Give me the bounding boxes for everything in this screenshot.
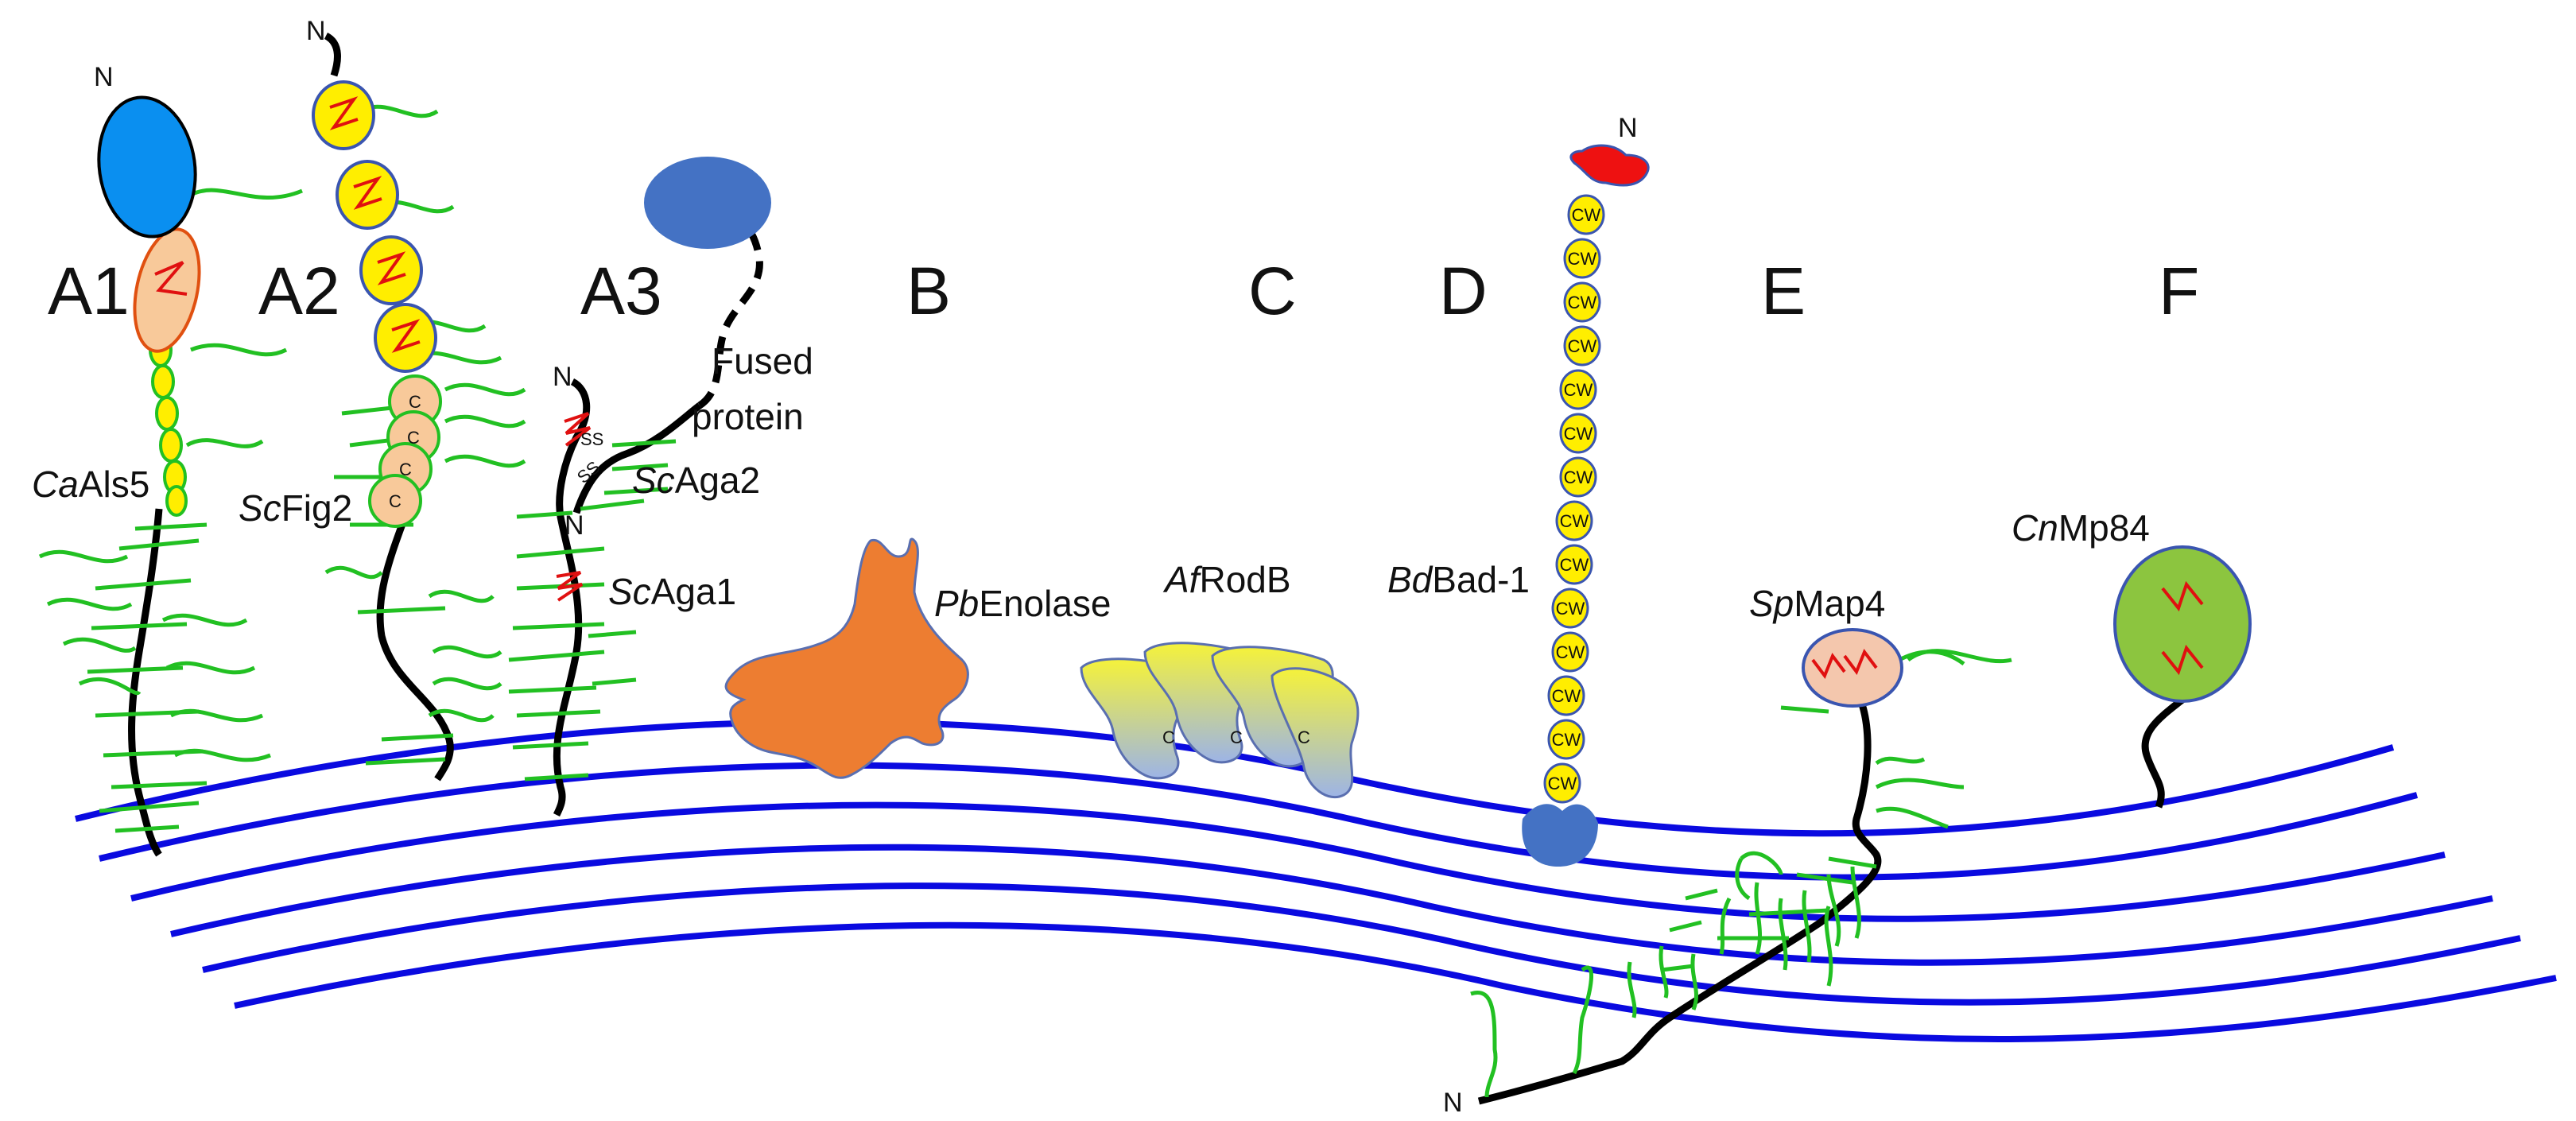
bdbad1-n-terminus: N (1618, 113, 1638, 143)
disulfide-zigzag (1811, 652, 1846, 680)
panel-label-d: D (1439, 254, 1488, 328)
panel-label-e: E (1761, 254, 1806, 328)
label-cnmp84: CnMp84 (2012, 507, 2150, 549)
disulfide-zigzag (556, 571, 584, 602)
scaga2-backbone (572, 402, 702, 514)
pbenolase-shape (724, 537, 969, 779)
afrodb-rodlets: C C C (1080, 642, 1360, 798)
disulfide-zigzag (2161, 580, 2204, 612)
fused-protein-linker (697, 219, 763, 409)
cell-wall-fiber (202, 882, 2521, 1006)
spmap4-glycans (1470, 649, 2012, 1098)
label-scaga1: ScAga1 (608, 571, 736, 612)
cell-wall-fiber (99, 762, 2419, 881)
spmap4-protein: N (1443, 628, 2012, 1118)
label-bdbad1: BdBad-1 (1387, 559, 1530, 600)
scfig2-zigzag-domains (312, 80, 437, 373)
scfig2-backbone (324, 32, 454, 782)
scfig2-c-domains: C C C C (368, 374, 442, 528)
scaga-complex: SS SS N N (508, 157, 771, 817)
caals5-n-terminus: N (94, 62, 114, 92)
bdbad1-cw-repeats (1543, 194, 1605, 804)
caals5-repeat-domains (149, 332, 188, 517)
cell-wall-fiber (170, 844, 2493, 966)
caals5-protein: N (38, 62, 303, 857)
panel-label-a2: A2 (258, 254, 340, 328)
svg-text:C: C (1298, 727, 1310, 747)
disulfide-label: SS (580, 429, 603, 449)
disulfide-label: SS (573, 457, 604, 487)
spmap4-backbone (1477, 698, 1882, 1105)
svg-text:C: C (1162, 727, 1175, 747)
cell-wall-fiber (234, 921, 2557, 1042)
label-spmap4: SpMap4 (1749, 583, 1885, 624)
panel-label-c: C (1248, 254, 1297, 328)
svg-text:C: C (399, 460, 412, 479)
bdbad1-n-terminal-domain (1569, 144, 1650, 187)
caals5-glycans (38, 188, 303, 833)
disulfide-zigzag (2161, 644, 2204, 676)
disulfide-zigzag (1843, 648, 1878, 676)
scfig2-n-terminus: N (306, 16, 326, 46)
label-scaga2: ScAga2 (632, 460, 760, 501)
label-fused-protein-line1: Fused (712, 340, 813, 382)
label-pbenolase: PbEnolase (934, 583, 1111, 624)
disulfide-zigzag (154, 261, 188, 296)
cell-wall-fiber (130, 801, 2446, 922)
spmap4-n-terminus: N (1443, 1088, 1463, 1118)
cnmp84-protein (2113, 545, 2252, 809)
caals5-n-terminal-domain (97, 95, 197, 239)
bdbad1-anchor (1522, 804, 1598, 867)
cnmp84-globular-domain (2113, 545, 2252, 703)
label-scfig2: ScFig2 (239, 487, 352, 529)
label-caals5: CaAls5 (32, 464, 149, 505)
cell-wall-fibers (75, 718, 2557, 1042)
panel-label-b: B (906, 254, 951, 328)
label-fused-protein-line2: protein (692, 396, 804, 437)
svg-text:C: C (1230, 727, 1243, 747)
scaga2-n-terminus: N (553, 362, 572, 392)
panel-label-a3: A3 (580, 254, 662, 328)
svg-text:C: C (389, 491, 402, 511)
cnmp84-backbone (2141, 696, 2185, 809)
label-afrodb: AfRodB (1162, 559, 1291, 600)
bdbad1-protein: N (1522, 113, 1650, 867)
caals5-backbone (128, 508, 163, 857)
svg-text:C: C (409, 392, 421, 412)
fused-protein-domain (644, 157, 771, 249)
svg-text:C: C (407, 428, 420, 448)
scfig2-protein: C C C C N (306, 16, 526, 782)
panel-label-f: F (2159, 254, 2199, 328)
disulfide-zigzag (564, 412, 592, 447)
scaga1-n-terminus: N (564, 510, 584, 541)
panel-label-a1: A1 (48, 254, 130, 328)
